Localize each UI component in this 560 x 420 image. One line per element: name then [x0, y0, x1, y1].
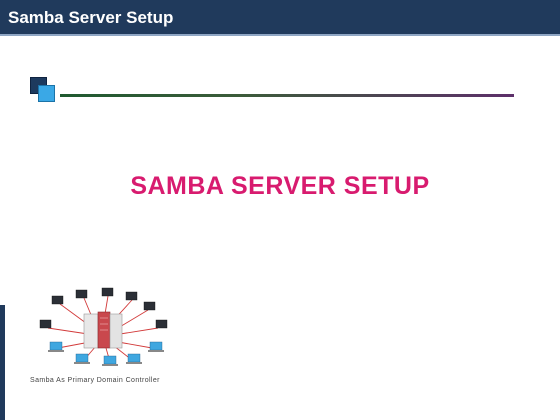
header-bar: Samba Server Setup	[0, 0, 560, 36]
left-edge-bar	[0, 305, 5, 420]
network-diagram-image	[39, 287, 168, 366]
blue-square	[38, 85, 55, 102]
title-divider	[60, 94, 514, 97]
server-rack-icon	[83, 311, 123, 349]
slide-heading: SAMBA SERVER SETUP	[130, 172, 430, 200]
laptop-icon	[48, 341, 164, 366]
desktop-monitor-icon	[39, 287, 168, 329]
figure-caption: Samba As Primary Domain Controller	[30, 377, 160, 384]
decorative-squares-icon	[30, 77, 56, 103]
header-title: Samba Server Setup	[8, 8, 174, 27]
